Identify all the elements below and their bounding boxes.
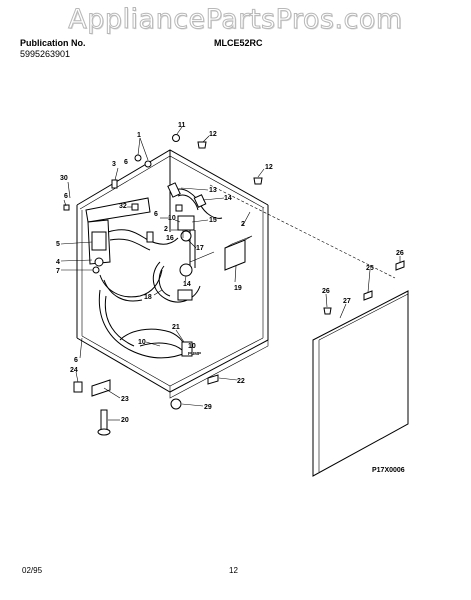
footer-page-number: 12 [229, 566, 238, 575]
callout-10-mid: 10 [168, 215, 176, 222]
callout-22: 22 [237, 378, 245, 385]
callout-12-right: 12 [265, 164, 273, 171]
callout-6-mid: 6 [154, 211, 158, 218]
callout-19: 19 [234, 285, 242, 292]
callout-29: 29 [204, 404, 212, 411]
figure-code: P17X0006 [372, 467, 405, 474]
callout-6-left: 6 [64, 193, 68, 200]
callout-11: 11 [178, 122, 186, 129]
callout-25: 25 [366, 265, 374, 272]
callout-16: 16 [166, 235, 174, 242]
callout-4: 4 [56, 259, 60, 266]
callout-6-top: 6 [124, 159, 128, 166]
front-panel [312, 290, 409, 477]
callout-27: 27 [343, 298, 351, 305]
callout-26-left: 26 [322, 288, 330, 295]
callout-24: 24 [70, 367, 78, 374]
callout-8: 6 [74, 357, 78, 364]
callout-10-pump-tag: 10 [188, 343, 196, 350]
callout-26-top: 26 [396, 250, 404, 257]
callout-leaders [63, 126, 401, 421]
footer-date: 02/95 [22, 566, 43, 575]
callout-15: 15 [209, 217, 217, 224]
callout-32: 32 [119, 203, 127, 210]
callout-10-pump: 10 [138, 339, 146, 346]
publication-label: Publication No. [20, 38, 86, 48]
callout-17: 17 [196, 245, 204, 252]
callout-14-top: 14 [224, 195, 232, 202]
callout-5: 5 [56, 241, 60, 248]
callout-3: 3 [112, 161, 116, 168]
callout-20: 20 [121, 417, 129, 424]
callout-13: 13 [209, 187, 217, 194]
watermark-logo: AppliancePartsPros.com [68, 4, 403, 36]
callout-14-mid: 14 [183, 281, 191, 288]
callout-2-mid: 2 [164, 226, 168, 233]
callout-1: 1 [137, 132, 141, 139]
panel-guide-line [209, 184, 396, 279]
callout-18: 18 [144, 294, 152, 301]
callout-2-right: 2 [241, 221, 245, 228]
callout-21: 21 [172, 324, 180, 331]
callout-7: 7 [56, 268, 60, 275]
callout-23: 23 [121, 396, 129, 403]
callout-12-top: 12 [209, 131, 217, 138]
small-parts [63, 134, 405, 436]
callout-30: 30 [60, 175, 68, 182]
publication-number: 5995263901 [20, 49, 71, 59]
cabinet-frame [76, 149, 269, 399]
model-number: MLCE52RC [214, 38, 263, 48]
callout-labels: 1 3 6 11 12 12 30 6 32 13 14 2 6 10 2 15… [56, 122, 405, 474]
pump-label: PUMP [188, 351, 201, 356]
